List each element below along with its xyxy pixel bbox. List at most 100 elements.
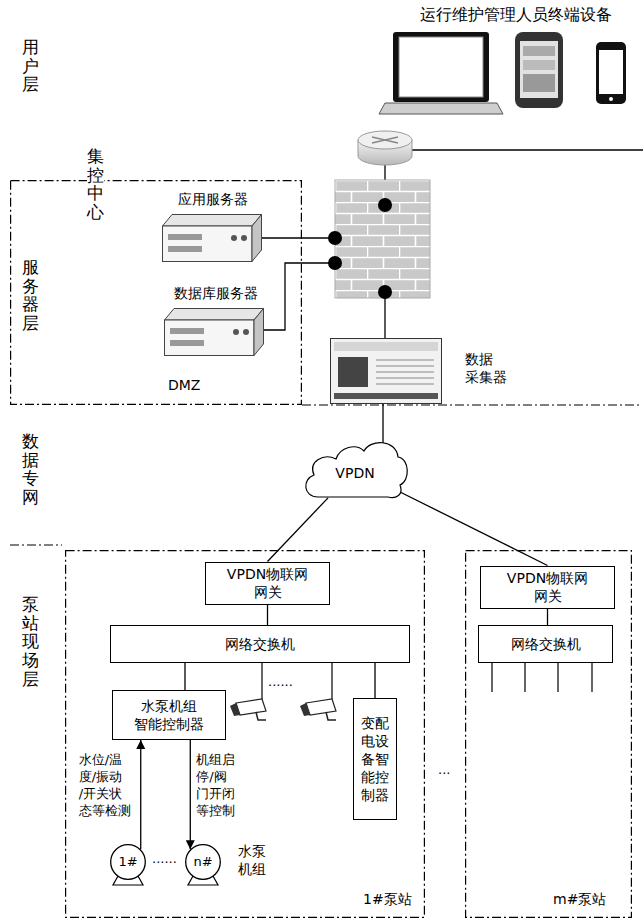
laptop-base [379,103,503,114]
server-top [165,309,264,321]
database-server: 数据库服务器 [158,284,273,356]
pump-station: m#泵站 VPDN物联网 网关网络交换机 [465,550,632,918]
power-controller-text: 变配 电设 备智 能控 制器 [360,714,391,805]
firewall-icon [335,180,430,298]
layer-separator [10,544,62,545]
layer-label: 泵站现场层 [22,595,39,688]
terminal-caption: 运行维护管理人员终端设备 [420,5,612,26]
vpdn-cloud-text: VPDN [335,464,374,482]
collector-icon [330,338,442,404]
text-holder: 1#泵站 [363,890,412,908]
camera-lens [300,703,310,716]
server-icon [164,308,264,356]
label-holder: 泵站现场层 [22,595,39,688]
ellipsis: ... [438,762,450,779]
camera-icon [230,699,266,720]
dmz-zone: DMZ 应用服务器数据库服务器 [10,180,302,405]
app-server: 应用服务器 [158,190,268,264]
rack-vents [376,360,434,384]
data-collector-text: 数据 采集器 [465,350,508,386]
firewall-port [378,285,392,299]
layer-label: 用户层 [22,38,39,94]
layer-separator [302,404,640,405]
iot-gateway-text: VPDN物联网 网关 [223,565,311,601]
label-holder: ...... [268,674,293,691]
server-led [241,235,247,241]
phone-screen [520,41,558,98]
router-icon [358,131,412,165]
server-slot [168,234,202,240]
iot-gateway: VPDN物联网 网关 [480,566,615,609]
label-holder: 运行维护管理人员终端设备 [420,5,612,26]
laptop-screen [393,32,489,102]
rack-bay [338,357,368,387]
network-switch-text: 网络交换机 [511,635,581,653]
ellipsis: ...... [268,674,293,691]
label-holder: 服务器层 [22,258,39,333]
zone-border [466,551,632,918]
connector [397,490,547,565]
iot-gateway: VPDN物联网 网关 [205,562,330,605]
rack-body [331,339,442,404]
network-wire [331,663,332,699]
connector [382,404,383,444]
network-wire [262,237,335,238]
server-slot [170,328,204,334]
router-arrows [372,137,398,143]
network-switch: 网络交换机 [110,625,410,663]
edge-label: 机组启 停/阀 门开闭 等控制 [196,752,240,820]
edge-label-holder: 机组启 停/阀 门开闭 等控制 [196,752,240,820]
ellipsis: ...... [152,851,177,868]
server-icon [162,214,262,262]
pump-unit-text: n# [193,854,212,871]
phone-screen [599,50,623,94]
pump-unit-text: 1# [118,854,137,871]
camera-lens [230,703,240,716]
label-holder: 用户层 [22,38,39,94]
pump-unit: 1# [110,844,146,880]
zone-border [11,181,302,405]
laptop-icon [379,32,503,114]
server-led [243,329,249,335]
database-server-text: 数据库服务器 [158,284,273,302]
text-holder: 数据 采集器 [465,350,508,386]
firewall-port [328,256,342,270]
pump-casing [186,845,221,880]
connector [267,605,268,626]
cloud-outline [306,443,407,498]
pump-unit: n# [185,844,221,880]
network-wire [261,663,262,699]
camera-mount [256,712,266,720]
connector [547,609,548,626]
server-top [163,215,262,227]
data-collector: 数据 采集器 [325,338,525,404]
firewall-port [328,231,342,245]
server-led [231,235,237,241]
dmz-zone-text: DMZ [168,376,200,394]
phone-icon [596,42,626,104]
text-holder: m#泵站 [553,890,606,908]
network-wire [492,663,592,692]
network-switch-text: 网络交换机 [225,635,295,653]
server-front [165,320,255,356]
pump-unit-label: 水泵 机组 [238,842,270,878]
edge-label-holder: 水位/温 度/振动 /开关状 态等检测 [79,752,135,820]
pump-casing [111,845,146,880]
phone-button [609,97,613,101]
pump-station-text: m#泵站 [553,890,606,908]
server-front [163,226,253,262]
server-led [233,329,239,335]
label-holder: ... [438,762,450,779]
phone-body [596,42,626,104]
phone-app [523,60,555,70]
layer-label: 服务器层 [22,258,39,333]
server-slot [168,246,202,252]
pump-controller-text: 水泵机组 智能控制器 [131,697,207,733]
connector [140,740,141,849]
camera-mount [326,712,336,720]
laptop-display [399,37,483,97]
network-wire [264,263,335,330]
label-holder: 水泵 机组 [238,842,270,878]
edge-label: 水位/温 度/振动 /开关状 态等检测 [79,752,135,820]
phone-icon [515,32,563,108]
